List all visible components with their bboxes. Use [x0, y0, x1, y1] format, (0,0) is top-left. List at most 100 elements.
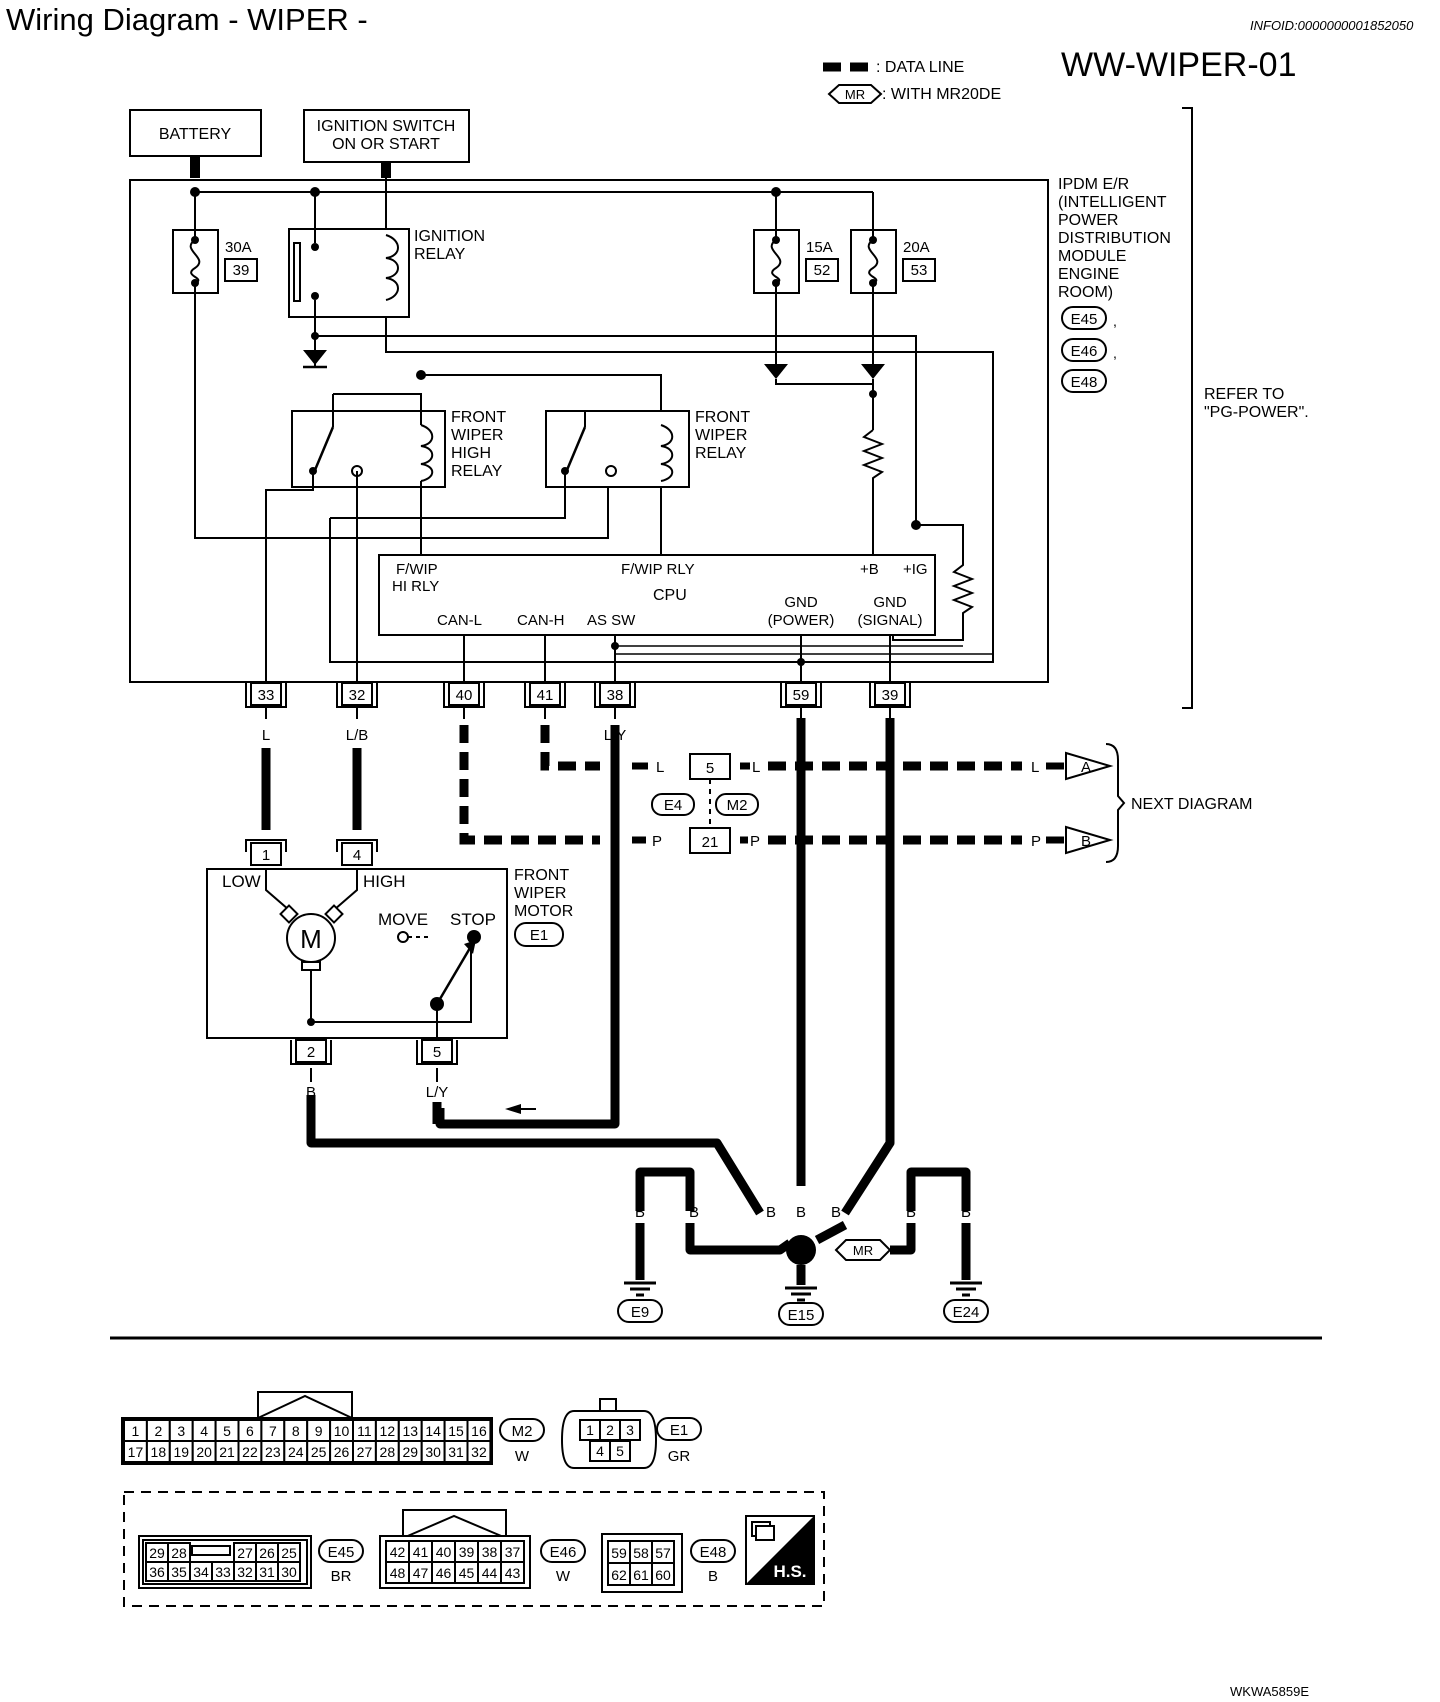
fuse-20a: 20A 53 — [850, 192, 936, 294]
ipdm-terminal-num: 39 — [882, 687, 899, 704]
front-wiper-motor: LOW HIGH MOVE STOP M FRONT WIPER MOTOR E… — [206, 867, 573, 1052]
m2-color: W — [515, 1448, 530, 1465]
svg-text:,: , — [1113, 313, 1117, 329]
ground-symbol-e9-icon — [624, 1281, 656, 1297]
pin-label: 32 — [471, 1444, 487, 1460]
svg-text:E46: E46 — [550, 1544, 577, 1561]
e48-id-badge: E48 — [690, 1539, 736, 1563]
pin-label: 17 — [128, 1444, 144, 1460]
ipdm-line-4: DISTRIBUTION — [1058, 230, 1171, 247]
wiper-relay-label-1: FRONT — [695, 409, 750, 426]
pin-label: 33 — [215, 1564, 231, 1580]
ignition-switch-box — [303, 109, 470, 163]
pin-label: 32 — [237, 1564, 253, 1580]
info-id: INFOID:0000000001852050 — [1250, 18, 1414, 33]
ignition-relay-label-2: RELAY — [414, 246, 466, 263]
cpu-gnd-power-2: (POWER) — [768, 612, 835, 629]
motor-title-1: FRONT — [514, 867, 569, 884]
motor-stop: STOP — [450, 910, 496, 929]
joint-pin-bottom: 21 — [702, 834, 719, 851]
pin-label: 39 — [459, 1544, 475, 1560]
pin-label: 37 — [505, 1544, 521, 1560]
pin-cell — [466, 1440, 492, 1463]
pin-label: 29 — [402, 1444, 418, 1460]
svg-text:2: 2 — [307, 1044, 315, 1061]
fuse-30a: 30A 39 — [172, 192, 258, 294]
cpu-fwip-hi-1: F/WIP — [396, 561, 438, 578]
svg-text:MR: MR — [845, 87, 865, 102]
cpu-plus-ig: +IG — [903, 561, 928, 578]
ipdm-connector-e46: E46 — [1061, 338, 1107, 362]
e45-color: BR — [331, 1568, 352, 1585]
pin-label: 5 — [223, 1423, 231, 1439]
refer-to-2: "PG-POWER". — [1204, 404, 1309, 421]
motor-terminal-5: 5 — [416, 1039, 458, 1065]
next-diagram-a-icon: A — [1065, 751, 1114, 781]
svg-text:,: , — [1113, 345, 1117, 361]
ipdm-terminal-color: L — [262, 727, 270, 744]
pin-cell — [609, 1440, 631, 1462]
wiper-relay-label-2: WIPER — [695, 427, 747, 444]
motor-connector: E1 — [530, 927, 548, 944]
joint-color-p-2: P — [750, 833, 760, 850]
ipdm-terminal-num: 59 — [793, 687, 810, 704]
ground-splice — [786, 1235, 816, 1265]
pin-label: 34 — [193, 1564, 209, 1580]
e46-color: W — [556, 1568, 571, 1585]
pin-label: 23 — [265, 1444, 281, 1460]
ipdm-terminal-33: 33L — [245, 682, 287, 744]
ipdm-line-7: ROOM) — [1058, 284, 1113, 301]
pin-label: 12 — [380, 1423, 396, 1439]
pin-label: 46 — [436, 1565, 452, 1581]
pin-label: 30 — [281, 1564, 297, 1580]
m2-id-badge: M2 — [499, 1418, 545, 1442]
svg-text:E46: E46 — [1071, 343, 1098, 360]
next-diagram-bracket — [1105, 743, 1126, 863]
front-wiper-relay: FRONT WIPER RELAY — [545, 409, 750, 488]
high-relay-label-3: HIGH — [451, 445, 491, 462]
e45-id-badge: E45 — [318, 1539, 364, 1563]
motor-title-3: MOTOR — [514, 903, 573, 920]
ipdm-line-1: IPDM E/R — [1058, 176, 1129, 193]
pin-label: 59 — [611, 1545, 627, 1561]
pin-label: 20 — [196, 1444, 212, 1460]
joint-color-l-1: L — [656, 759, 664, 776]
fuse-15a-amp: 15A — [806, 239, 833, 256]
ipdm-terminal-color: L/B — [346, 727, 369, 744]
svg-text:A: A — [1081, 759, 1091, 776]
cpu-box — [378, 554, 936, 636]
m2-connector-lock — [257, 1391, 353, 1419]
svg-text:E15: E15 — [788, 1307, 815, 1324]
ground-color-4: B — [796, 1204, 806, 1221]
legend: : DATA LINE MR : WITH MR20DE — [823, 59, 1001, 104]
pin-label: 19 — [173, 1444, 189, 1460]
fuse-15a-num: 52 — [814, 262, 831, 279]
motor-m: M — [300, 924, 322, 954]
svg-text:MR: MR — [853, 1243, 873, 1258]
pin-label: 4 — [200, 1423, 208, 1439]
ground-color-2: B — [689, 1204, 699, 1221]
pin-label: 36 — [149, 1564, 165, 1580]
ipdm-line-2: (INTELLIGENT — [1058, 194, 1167, 211]
fuse-20a-amp: 20A — [903, 239, 930, 256]
ipdm-terminal-num: 40 — [456, 687, 473, 704]
pin-label: 60 — [655, 1567, 671, 1583]
front-wiper-high-relay: FRONT WIPER HIGH RELAY — [291, 393, 506, 488]
ipdm-terminal-num: 41 — [537, 687, 554, 704]
ground-e9: E9 — [617, 1299, 663, 1323]
pin-label: 5 — [616, 1443, 624, 1459]
ground-color-5: B — [831, 1204, 841, 1221]
pin-label: 1 — [586, 1422, 594, 1438]
refer-bracket — [1182, 107, 1193, 709]
next-color-p: P — [1031, 833, 1041, 850]
e1-id-badge: E1 — [656, 1417, 702, 1441]
mr-badge-icon: MR — [827, 84, 883, 104]
ground-e24: E24 — [943, 1299, 989, 1323]
pin-label: 6 — [246, 1423, 254, 1439]
cpu-can-l: CAN-L — [437, 612, 482, 629]
